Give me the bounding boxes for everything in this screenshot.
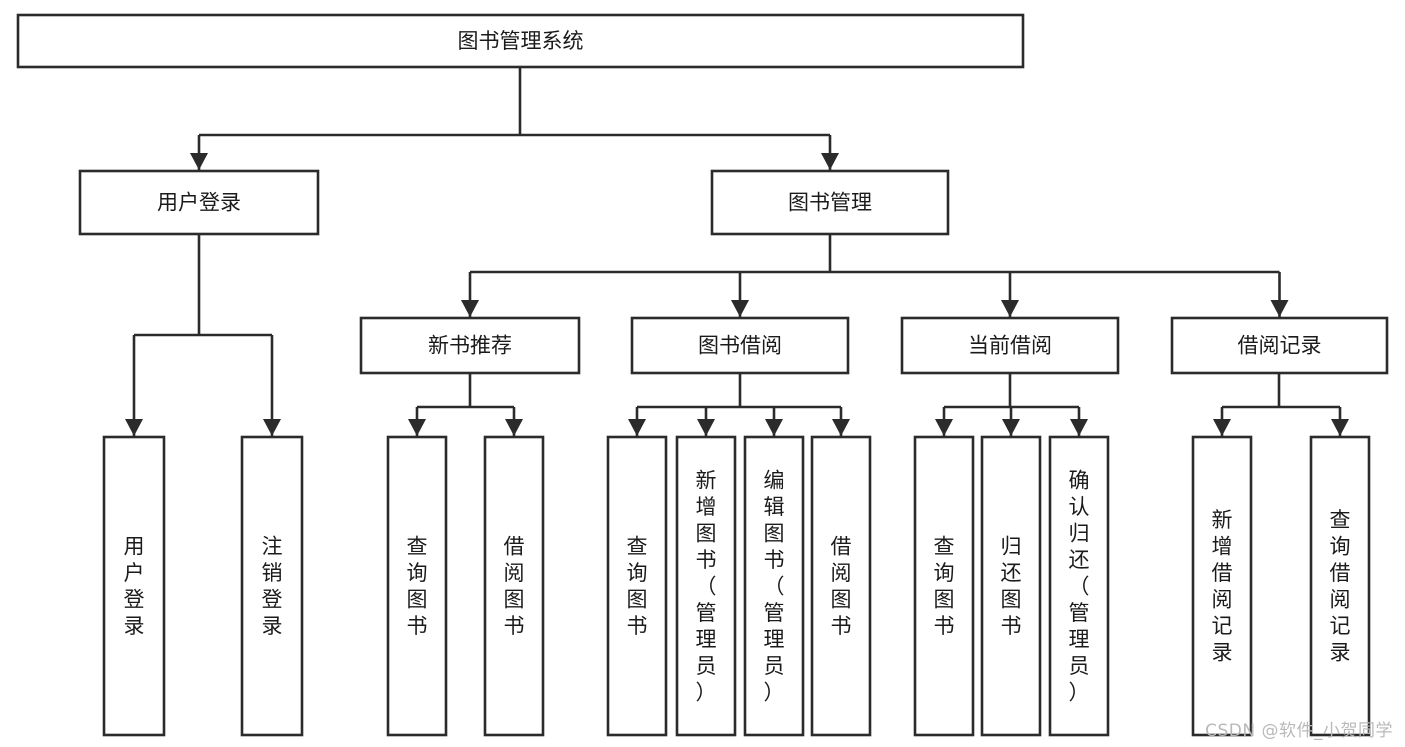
node-box[interactable] (980, 435, 1042, 737)
node-label: 图书管理 (788, 191, 872, 215)
node-label: 注销登录 (262, 535, 283, 639)
arrow-head-icon (263, 419, 281, 436)
node-borrow-record[interactable]: 借阅记录 (1170, 316, 1389, 375)
connector-group-book-borrow (628, 373, 850, 436)
node-box[interactable] (630, 316, 850, 375)
node-label: 查询图书 (934, 535, 955, 639)
node-leaf-query-book-1[interactable]: 查询图书 (386, 435, 448, 737)
node-user-login[interactable]: 用户登录 (78, 169, 320, 236)
arrow-head-icon (1213, 419, 1231, 436)
node-box[interactable] (16, 13, 1025, 69)
node-box[interactable] (78, 169, 320, 236)
node-label: 用户登录 (157, 191, 241, 215)
node-box[interactable] (606, 435, 668, 737)
node-leaf-borrow-book-1[interactable]: 借阅图书 (483, 435, 545, 737)
arrow-head-icon (1331, 419, 1349, 436)
connector-group-root (190, 67, 839, 170)
node-label: 新增借阅记录 (1212, 508, 1233, 665)
node-current-borrow[interactable]: 当前借阅 (900, 316, 1120, 375)
node-leaf-edit-book[interactable]: 编辑图书（管理员） (743, 435, 805, 737)
node-label: 归还图书 (1001, 535, 1022, 639)
node-box[interactable] (900, 316, 1120, 375)
arrow-head-icon (125, 419, 143, 436)
node-leaf-user-login[interactable]: 用户登录 (102, 435, 166, 737)
node-label: 当前借阅 (968, 334, 1052, 358)
node-root[interactable]: 图书管理系统 (16, 13, 1025, 69)
node-label: 图书借阅 (698, 334, 782, 358)
node-leaf-confirm-return[interactable]: 确认归还（管理员） (1048, 435, 1110, 737)
node-book-borrow[interactable]: 图书借阅 (630, 316, 850, 375)
node-label: 借阅记录 (1238, 334, 1322, 358)
connector-group-new-book-rec (408, 373, 523, 436)
connector-group-user-login (125, 234, 281, 436)
node-leaf-query-book-3[interactable]: 查询图书 (913, 435, 975, 737)
node-label: 新书推荐 (428, 334, 512, 358)
node-label: 借阅图书 (504, 535, 525, 639)
node-label: 图书管理系统 (458, 29, 584, 53)
node-label: 查询借阅记录 (1330, 508, 1351, 665)
watermark-text: CSDN @软件_小贺同学 (1205, 721, 1393, 741)
node-new-book-rec[interactable]: 新书推荐 (359, 316, 581, 375)
node-box[interactable] (1170, 316, 1389, 375)
arrow-head-icon (935, 419, 953, 436)
node-box[interactable] (240, 435, 304, 737)
arrow-head-icon (461, 300, 479, 317)
node-label: 新增图书（管理员） (696, 468, 717, 704)
arrow-head-icon (832, 419, 850, 436)
node-box[interactable] (810, 435, 872, 737)
arrow-head-icon (1070, 419, 1088, 436)
node-box[interactable] (483, 435, 545, 737)
arrow-head-icon (408, 419, 426, 436)
node-leaf-query-record[interactable]: 查询借阅记录 (1309, 435, 1371, 737)
arrow-head-icon (765, 419, 783, 436)
arrow-head-icon (731, 300, 749, 317)
nodes-layer: 图书管理系统用户登录图书管理新书推荐图书借阅当前借阅借阅记录用户登录注销登录查询… (16, 13, 1389, 737)
node-box[interactable] (913, 435, 975, 737)
node-box[interactable] (743, 435, 805, 737)
node-leaf-borrow-book-2[interactable]: 借阅图书 (810, 435, 872, 737)
arrow-head-icon (190, 153, 208, 170)
arrow-head-icon (697, 419, 715, 436)
node-leaf-query-book-2[interactable]: 查询图书 (606, 435, 668, 737)
node-label: 编辑图书（管理员） (764, 468, 785, 704)
arrow-head-icon (1002, 419, 1020, 436)
node-leaf-add-record[interactable]: 新增借阅记录 (1191, 435, 1253, 737)
arrow-head-icon (821, 153, 839, 170)
node-label: 用户登录 (124, 535, 145, 639)
node-box[interactable] (359, 316, 581, 375)
node-label: 确认归还（管理员） (1069, 468, 1090, 704)
node-box[interactable] (1309, 435, 1371, 737)
arrow-head-icon (1001, 300, 1019, 317)
node-leaf-add-book[interactable]: 新增图书（管理员） (675, 435, 737, 737)
node-box[interactable] (675, 435, 737, 737)
node-label: 借阅图书 (831, 535, 852, 639)
node-box[interactable] (1048, 435, 1110, 737)
connectors-layer (125, 67, 1349, 436)
node-book-manage[interactable]: 图书管理 (710, 169, 950, 236)
node-box[interactable] (1191, 435, 1253, 737)
node-leaf-return-book[interactable]: 归还图书 (980, 435, 1042, 737)
arrow-head-icon (1270, 300, 1289, 317)
arrow-head-icon (628, 419, 646, 436)
node-box[interactable] (386, 435, 448, 737)
node-box[interactable] (102, 435, 166, 737)
node-label: 查询图书 (627, 535, 648, 639)
node-label: 查询图书 (407, 535, 428, 639)
arrow-head-icon (505, 419, 523, 436)
connector-group-current-borrow (935, 373, 1088, 436)
node-box[interactable] (710, 169, 950, 236)
connector-group-borrow-record (1213, 373, 1349, 436)
connector-group-book-manage (461, 234, 1289, 317)
node-leaf-logout[interactable]: 注销登录 (240, 435, 304, 737)
